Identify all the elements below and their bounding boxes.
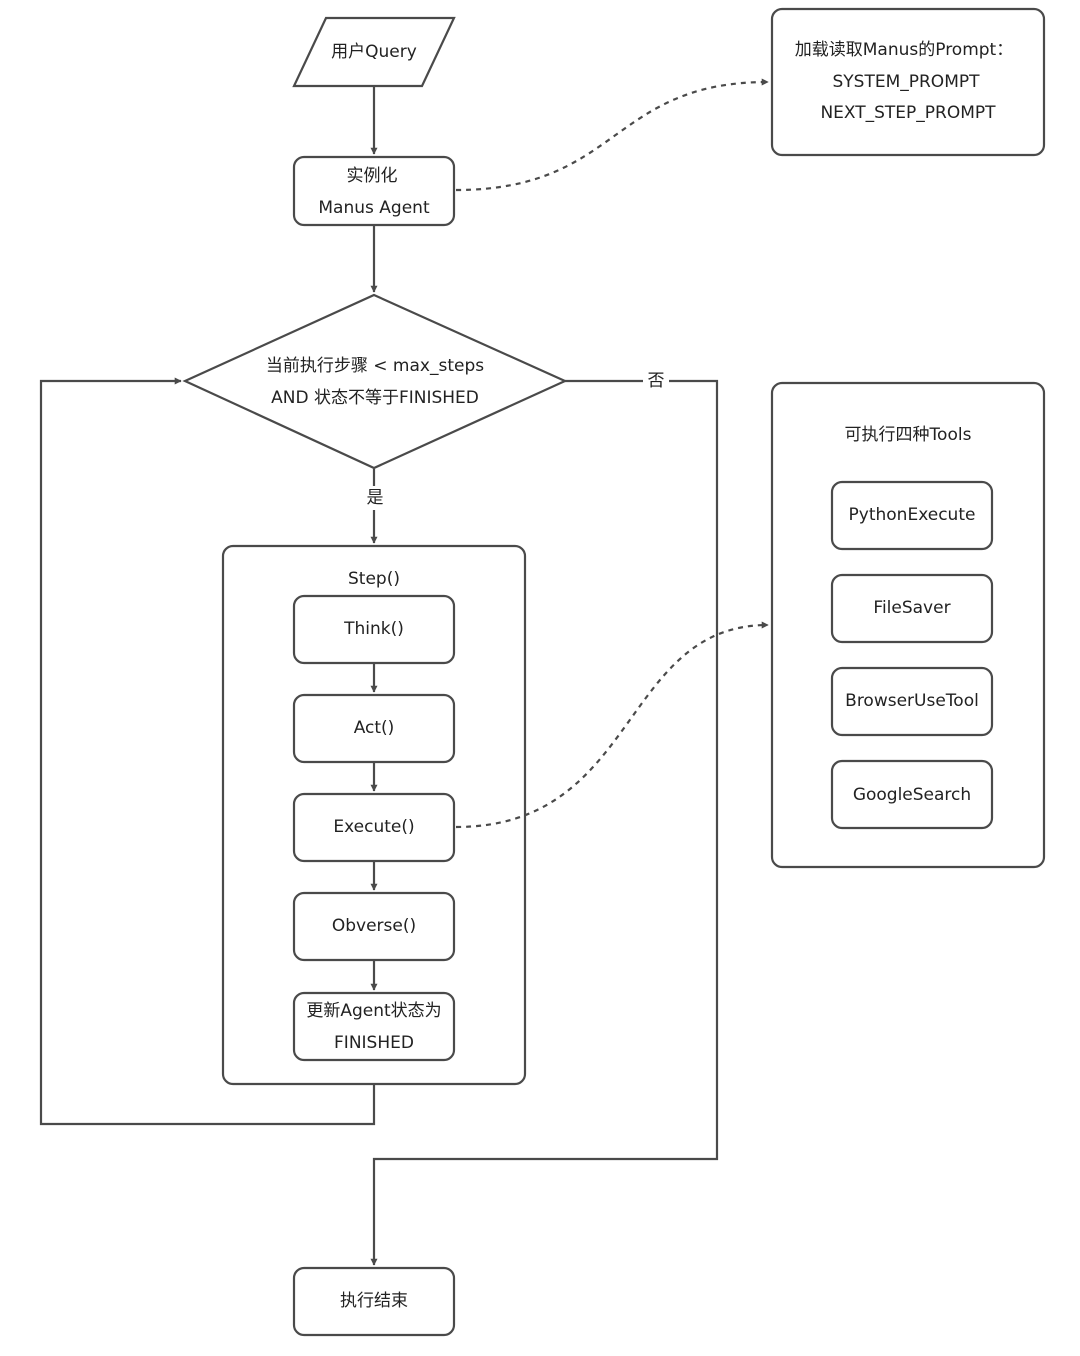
execute-label: Execute() — [333, 817, 414, 837]
instantiate-label-line1: 实例化 — [347, 166, 398, 186]
instantiate-label-line2: Manus Agent — [318, 198, 430, 218]
think-node: Think() — [292, 594, 456, 665]
end-node: 执行结束 — [292, 1266, 456, 1337]
tool-browser-use-label: BrowserUseTool — [845, 691, 979, 711]
load-prompt-line3: NEXT_STEP_PROMPT — [820, 103, 996, 123]
instantiate-node: 实例化 Manus Agent — [292, 155, 456, 227]
condition-node: 当前执行步骤 < max_steps AND 状态不等于FINISHED — [182, 293, 568, 470]
end-label: 执行结束 — [340, 1291, 408, 1311]
edge-loop-back — [39, 377, 376, 1126]
act-node: Act() — [292, 693, 456, 764]
condition-line1: 当前执行步骤 < max_steps — [266, 356, 484, 376]
svg-text:否: 否 — [648, 371, 665, 391]
edge-label-yes: 是 — [362, 486, 388, 510]
tool-google-search: GoogleSearch — [830, 759, 994, 830]
condition-line2: AND 状态不等于FINISHED — [271, 388, 479, 408]
tool-file-saver: FileSaver — [830, 573, 994, 644]
tool-browser-use: BrowserUseTool — [830, 666, 994, 737]
edge-label-no: 否 — [643, 369, 669, 393]
svg-text:是: 是 — [367, 488, 384, 508]
update-state-line1: 更新Agent状态为 — [306, 1001, 441, 1021]
user-query-node: 用户Query — [292, 16, 456, 88]
tool-google-search-label: GoogleSearch — [853, 785, 971, 805]
load-prompt-line1: 加载读取Manus的Prompt： — [795, 40, 1013, 60]
edge-instantiate-to-prompt — [455, 78, 769, 192]
tool-python-execute: PythonExecute — [830, 480, 994, 551]
update-state-node: 更新Agent状态为 FINISHED — [292, 991, 456, 1062]
tool-python-execute-label: PythonExecute — [849, 505, 976, 525]
tools-container-label: 可执行四种Tools — [845, 425, 972, 445]
load-prompt-line2: SYSTEM_PROMPT — [832, 72, 980, 92]
update-state-line2: FINISHED — [334, 1033, 414, 1053]
user-query-label: 用户Query — [331, 42, 417, 62]
think-label: Think() — [343, 619, 404, 639]
execute-node: Execute() — [292, 792, 456, 863]
tool-file-saver-label: FileSaver — [873, 598, 950, 618]
act-label: Act() — [354, 718, 395, 738]
observe-node: Obverse() — [292, 891, 456, 962]
load-prompt-node: 加载读取Manus的Prompt： SYSTEM_PROMPT NEXT_STE… — [770, 7, 1046, 157]
observe-label: Obverse() — [332, 916, 416, 936]
step-container-label: Step() — [348, 569, 400, 589]
